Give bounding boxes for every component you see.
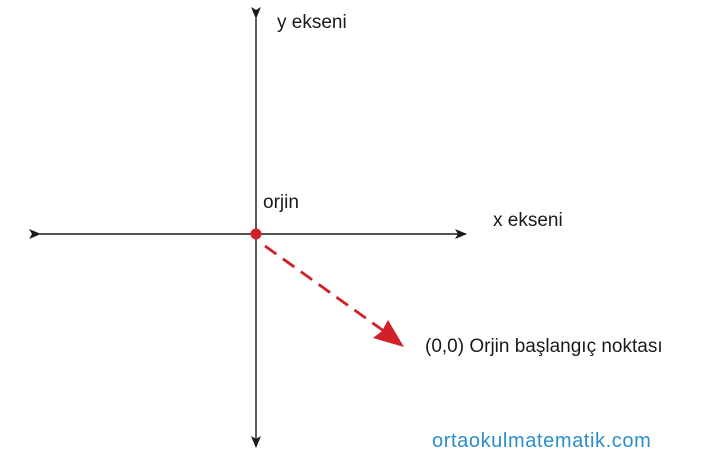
y-axis-label: y ekseni xyxy=(277,12,347,33)
pointer-arrow-line xyxy=(264,244,389,336)
origin-label: orjin xyxy=(263,192,299,213)
x-axis-label: x ekseni xyxy=(493,210,563,231)
watermark-link[interactable]: ortaokulmatematik.com xyxy=(432,430,652,452)
origin-point xyxy=(250,228,262,240)
origin-description: (0,0) Orjin başlangıç noktası xyxy=(425,336,663,357)
pointer-arrowhead xyxy=(373,320,404,347)
